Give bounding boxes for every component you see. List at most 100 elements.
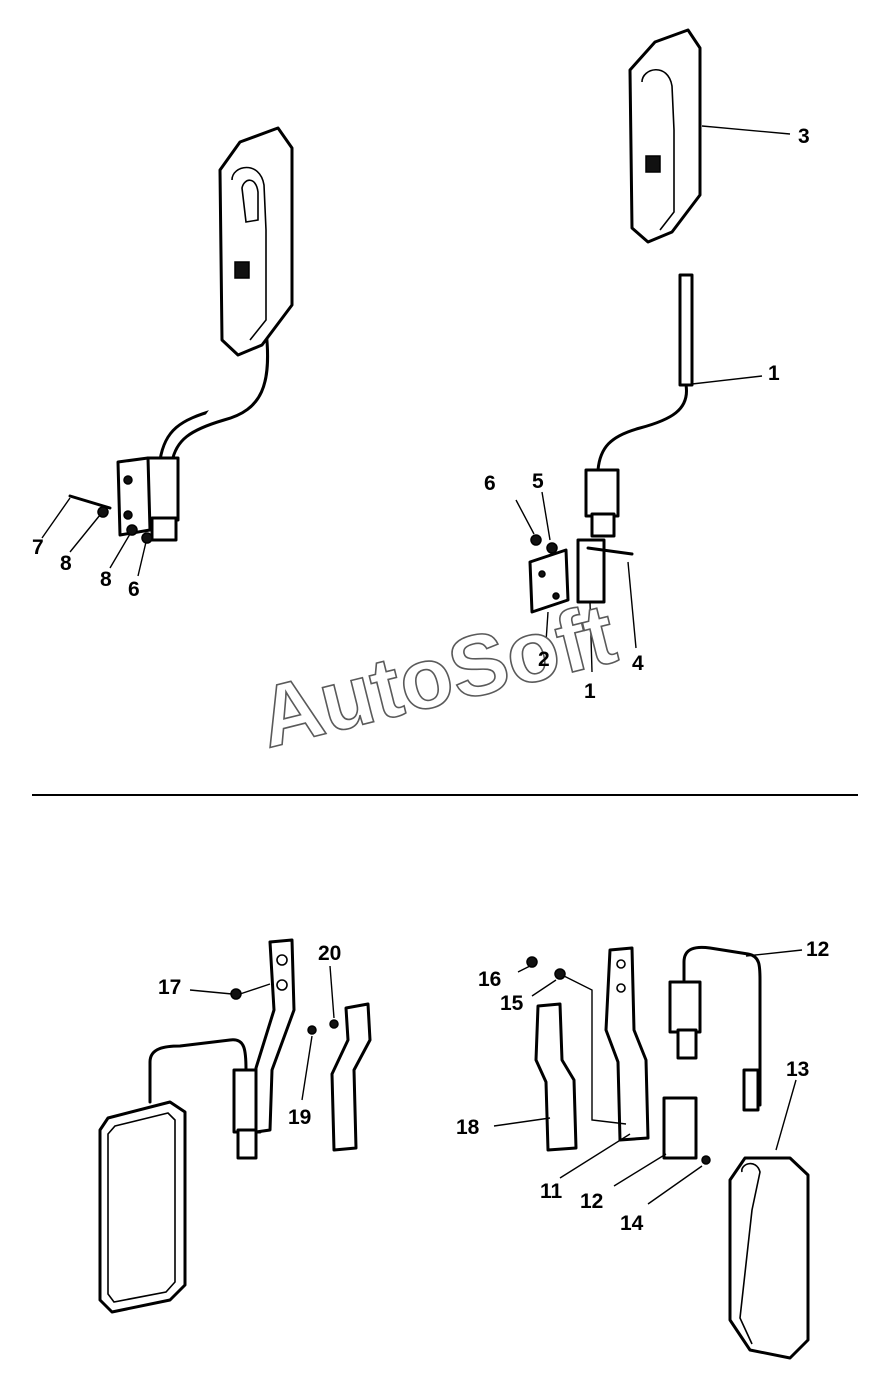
washer xyxy=(329,1019,339,1029)
hinge-knob xyxy=(676,1028,698,1060)
mirror-arm-tube xyxy=(678,273,694,387)
hinge-block xyxy=(584,468,620,518)
nut xyxy=(701,1155,711,1165)
bracket-hole xyxy=(616,983,626,993)
bracket-hole xyxy=(123,475,133,485)
washer xyxy=(546,542,558,554)
callout-19: 19 xyxy=(288,1106,311,1129)
hinge-block xyxy=(668,980,702,1034)
callout-6: 6 xyxy=(484,472,496,495)
leader-line xyxy=(691,375,763,385)
callout-3: 3 xyxy=(798,125,810,148)
callout-7: 7 xyxy=(32,536,44,559)
bottom-right-exploded-assembly xyxy=(493,945,810,1360)
hinge-bracket xyxy=(116,456,152,537)
washer xyxy=(97,506,109,518)
mirror-head-contour xyxy=(231,166,267,341)
mirror-arm-tube xyxy=(682,945,762,1107)
callout-12: 12 xyxy=(580,1190,603,1213)
mirror-head-clip xyxy=(234,261,250,279)
leader-line xyxy=(745,949,803,957)
leader-line xyxy=(41,497,71,539)
mirror-glass xyxy=(107,1112,176,1303)
callout-14: 14 xyxy=(620,1212,644,1235)
bolt-head xyxy=(526,956,538,968)
nut xyxy=(141,532,153,544)
leader-line xyxy=(541,491,551,541)
washer xyxy=(554,968,566,980)
mirror-head-contour xyxy=(739,1162,761,1345)
callout-16: 16 xyxy=(478,968,501,991)
watermark-text: AutoSoft xyxy=(249,585,624,766)
bracket-hole xyxy=(538,570,546,578)
hinge-knob xyxy=(236,1128,258,1160)
leader-line xyxy=(301,1035,313,1101)
leader-line xyxy=(515,499,535,535)
hinge-bracket xyxy=(662,1096,698,1160)
mounting-plate xyxy=(330,1002,372,1152)
mirror-head xyxy=(218,126,294,357)
callout-6: 6 xyxy=(128,578,140,601)
bolt xyxy=(68,494,112,510)
hinge-block xyxy=(146,456,180,522)
callout-11: 11 xyxy=(540,1180,563,1203)
nut xyxy=(530,534,542,546)
arm-end-sleeve xyxy=(742,1068,760,1112)
mirror-arm-tube xyxy=(148,1038,248,1104)
leader-line xyxy=(559,1133,631,1179)
leader-line xyxy=(563,975,627,1125)
mirror-head xyxy=(98,1100,187,1314)
bracket-hole xyxy=(616,959,626,969)
leader-line xyxy=(239,983,271,995)
mirror-head xyxy=(728,1156,810,1360)
mirror-head-contour xyxy=(641,69,675,231)
mounting-plate xyxy=(534,1002,578,1152)
leader-line xyxy=(531,979,557,997)
leader-line xyxy=(329,965,335,1019)
hinge-knob xyxy=(590,512,616,538)
callout-4: 4 xyxy=(632,652,644,675)
callout-1: 1 xyxy=(584,680,596,703)
top-left-mirror-assembly xyxy=(41,126,294,577)
callout-20: 20 xyxy=(318,942,341,965)
mirror-head-clip xyxy=(645,155,661,173)
leader-line xyxy=(545,611,549,643)
mounting-bracket xyxy=(254,938,296,1134)
pin xyxy=(586,546,634,556)
bracket-hole xyxy=(276,954,288,966)
leader-line xyxy=(189,989,233,995)
callout-17: 17 xyxy=(158,976,181,999)
washer xyxy=(126,524,138,536)
leader-line xyxy=(517,965,531,973)
callout-8: 8 xyxy=(100,568,112,591)
callout-13: 13 xyxy=(786,1058,809,1081)
mounting-bracket xyxy=(604,946,650,1142)
leader-line xyxy=(493,1117,551,1127)
leader-line xyxy=(109,533,131,569)
callout-8: 8 xyxy=(60,552,72,575)
leader-line xyxy=(589,601,593,673)
leader-line xyxy=(613,1153,667,1187)
mirror-head-slot xyxy=(241,179,259,223)
callout-2: 2 xyxy=(538,648,550,671)
leader-line xyxy=(775,1079,797,1151)
leader-line xyxy=(647,1165,703,1205)
callout-5: 5 xyxy=(532,470,544,493)
callout-12: 12 xyxy=(806,938,829,961)
bottom-left-mirror-assembly xyxy=(98,938,372,1314)
callout-18: 18 xyxy=(456,1116,480,1139)
mirror-head xyxy=(628,28,702,244)
mirror-arm-tube-edge xyxy=(170,328,270,464)
hinge-knob xyxy=(150,516,178,542)
mirror-arm-bend xyxy=(596,383,688,472)
callout-15: 15 xyxy=(500,992,524,1015)
top-right-exploded-assembly xyxy=(515,28,791,673)
callout-1: 1 xyxy=(768,362,780,385)
leader-line xyxy=(69,514,101,553)
leader-line xyxy=(627,561,637,649)
leader-line xyxy=(137,541,147,577)
leader-line xyxy=(701,125,791,135)
bracket-hole xyxy=(123,510,133,520)
nut xyxy=(307,1025,317,1035)
